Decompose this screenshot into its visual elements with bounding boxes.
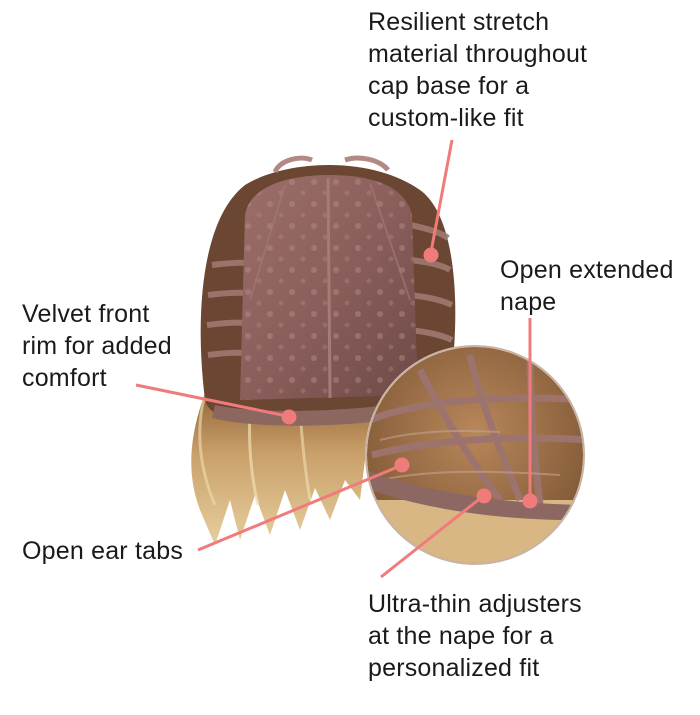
callout-nape-line-1: Open extended [500, 256, 674, 284]
callout-adjusters-line-2: at the nape for a [368, 622, 554, 650]
callout-dot-adjusters [476, 488, 492, 504]
callout-line-stretch [429, 139, 454, 253]
callout-line-velvet [135, 383, 288, 418]
callout-ear-line-1: Open ear tabs [22, 537, 184, 565]
callout-line-ear [197, 464, 401, 552]
callout-adjusters: Ultra-thin adjusters at the nape for a p… [368, 588, 582, 684]
callout-velvet-line-2: rim for added [22, 332, 172, 360]
callout-velvet-line-1: Velvet front [22, 300, 150, 328]
callout-dot-ear [394, 457, 410, 473]
callout-stretch-line-3: cap base for a [368, 72, 530, 100]
callout-dot-velvet [281, 409, 297, 425]
callout-stretch-line-1: Resilient stretch [368, 8, 550, 36]
callout-lines [135, 139, 538, 579]
callout-adjusters-line-1: Ultra-thin adjusters [368, 590, 582, 618]
callout-stretch-material: Resilient stretch material throughout ca… [368, 6, 587, 134]
callout-velvet-line-3: comfort [22, 364, 107, 392]
callout-adjusters-line-3: personalized fit [368, 654, 540, 682]
callout-dot-nape [522, 493, 538, 509]
callout-ear-tabs: Open ear tabs [22, 535, 183, 567]
callout-open-nape: Open extended nape [500, 254, 674, 318]
callout-stretch-line-4: custom-like fit [368, 104, 524, 132]
callout-nape-line-2: nape [500, 288, 557, 316]
callout-line-adjusters [380, 495, 483, 579]
callout-velvet-rim: Velvet front rim for added comfort [22, 298, 172, 394]
callout-stretch-line-2: material throughout [368, 40, 588, 68]
callout-dot-stretch [423, 247, 439, 263]
